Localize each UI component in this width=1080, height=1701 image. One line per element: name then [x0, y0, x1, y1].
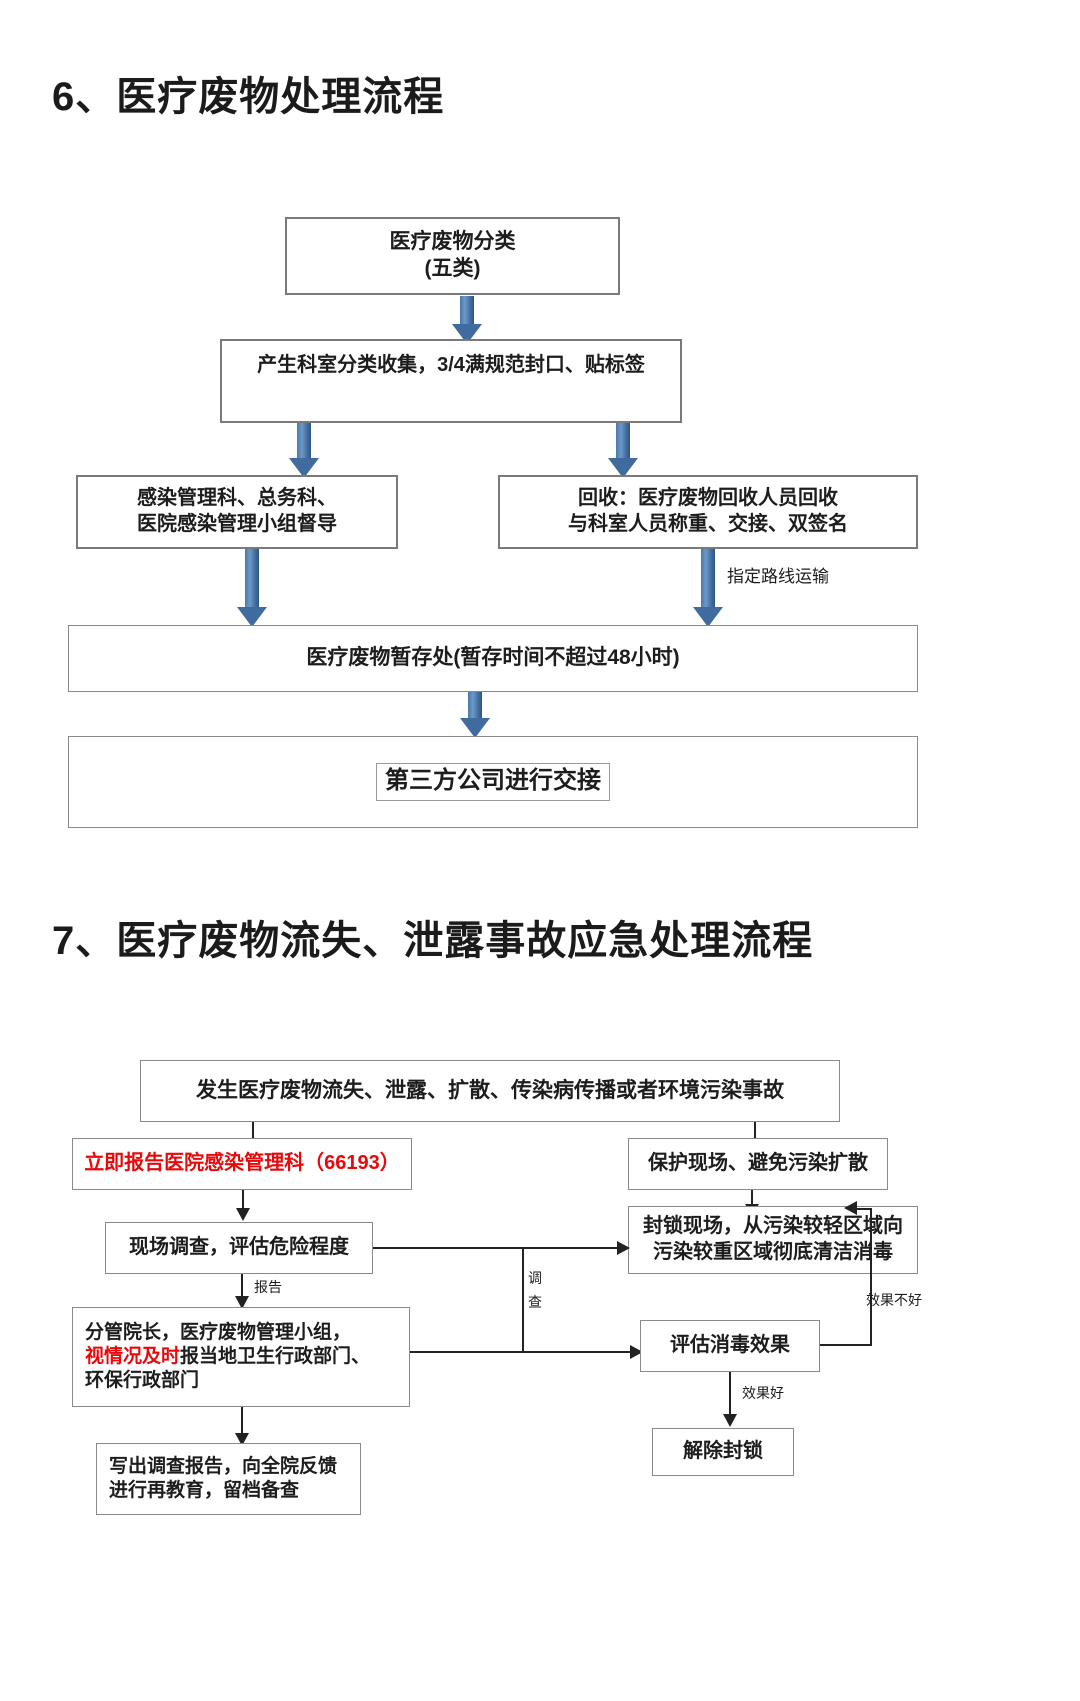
node-leader-and-reporting: 分管院长，医疗废物管理小组， 视情况及时报当地卫生行政部门、 环保行政部门 [72, 1307, 410, 1407]
arrow-collect-to-supervise [289, 423, 319, 478]
node-incident-occurred: 发生医疗废物流失、泄露、扩散、传染病传播或者环境污染事故 [140, 1060, 840, 1122]
node-write-investigation-report: 写出调查报告，向全院反馈 进行再教育，留档备查 [96, 1443, 361, 1515]
node-protect-scene: 保护现场、避免污染扩散 [628, 1138, 888, 1190]
node-line-2: 视情况及时报当地卫生行政部门、 [85, 1345, 370, 1369]
arrow-investigation-riser [516, 1247, 530, 1352]
node-line-1: 立即报告医院感染管理科（66193） [84, 1152, 400, 1175]
arrow-investigate-to-seal [373, 1241, 633, 1255]
node-waste-classification: 医疗废物分类 (五类) [285, 217, 620, 295]
arrow-investigate-to-leader [232, 1274, 252, 1310]
node-line-1: 分管院长，医疗废物管理小组， [85, 1321, 352, 1343]
arrow-storage-to-handover [460, 692, 490, 738]
node-release-lockdown: 解除封锁 [652, 1428, 794, 1476]
section-7-title: 7、医疗废物流失、泄露事故应急处理流程 [52, 919, 814, 963]
node-line-1: 封锁现场，从污染较轻区域向 [643, 1215, 903, 1238]
edge-label-investigate-char-1: 调 [528, 1270, 542, 1286]
node-line-2: 医院感染管理小组督导 [137, 513, 337, 535]
arrow-recycle-to-storage [693, 549, 723, 627]
node-line-2: (五类) [424, 257, 481, 280]
edge-label-investigate-char-2: 查 [528, 1294, 542, 1310]
node-line-1: 现场调查，评估危险程度 [129, 1236, 349, 1259]
arrow-evaluate-to-unseal [720, 1372, 740, 1430]
arrow-evaluate-back-to-seal [820, 1200, 900, 1350]
node-line-1: 医疗废物分类 [389, 230, 516, 254]
node-line-1: 解除封锁 [683, 1440, 763, 1463]
node-line-2: 污染较重区域彻底清洁消毒 [653, 1241, 893, 1263]
node-seal-and-disinfect: 封锁现场，从污染较轻区域向 污染较重区域彻底清洁消毒 [628, 1206, 918, 1274]
node-line-1: 感染管理科、总务科、 [137, 487, 337, 510]
node-line-1: 回收：医疗废物回收人员回收 [578, 487, 838, 510]
node-line-3: 环保行政部门 [85, 1370, 200, 1392]
node-onsite-investigation: 现场调查，评估危险程度 [105, 1222, 373, 1274]
arrow-classify-to-collect [452, 296, 482, 344]
node-line-1: 产生科室分类收集，3/4满规范封口、贴标签 [257, 354, 645, 377]
node-supervision-departments: 感染管理科、总务科、 医院感染管理小组督导 [76, 475, 398, 549]
node-line-2: 与科室人员称重、交接、双签名 [568, 513, 848, 535]
node-temporary-storage: 医疗废物暂存处(暂存时间不超过48小时) [68, 625, 918, 692]
node-line-1: 医疗废物暂存处(暂存时间不超过48小时) [306, 646, 680, 670]
arrow-leader-to-report-write [232, 1407, 252, 1449]
node-evaluate-disinfection: 评估消毒效果 [640, 1320, 820, 1372]
node-waste-recovery: 回收：医疗废物回收人员回收 与科室人员称重、交接、双签名 [498, 475, 918, 549]
arrow-report-to-investigate [233, 1190, 253, 1222]
edge-label-designated-route: 指定路线运输 [727, 567, 829, 586]
node-line-2: 进行再教育，留档备查 [109, 1480, 300, 1501]
section-6-title: 6、医疗废物处理流程 [52, 75, 445, 119]
node-department-collection: 产生科室分类收集，3/4满规范封口、贴标签 [220, 339, 682, 423]
edge-label-effect-good: 效果好 [742, 1385, 784, 1401]
node-line-1: 发生医疗废物流失、泄露、扩散、传染病传播或者环境污染事故 [196, 1078, 784, 1102]
edge-label-effect-bad: 效果不好 [866, 1292, 922, 1308]
arrow-collect-to-recycle [608, 423, 638, 478]
node-third-party-handover-label: 第三方公司进行交接 [376, 762, 610, 802]
node-third-party-handover-container: 第三方公司进行交接 [68, 736, 918, 828]
node-line-1: 写出调查报告，向全院反馈 [109, 1455, 338, 1477]
edge-label-report: 报告 [254, 1279, 282, 1295]
node-line-1: 保护现场、避免污染扩散 [648, 1152, 868, 1175]
arrow-leader-to-evaluate [410, 1345, 645, 1359]
node-line-1: 评估消毒效果 [670, 1334, 790, 1357]
node-line-2-rest: 报当地卫生行政部门、 [180, 1345, 371, 1367]
node-report-immediately: 立即报告医院感染管理科（66193） [72, 1138, 412, 1190]
arrow-supervise-to-storage [237, 549, 267, 627]
node-line-2-red: 视情况及时 [85, 1345, 181, 1367]
